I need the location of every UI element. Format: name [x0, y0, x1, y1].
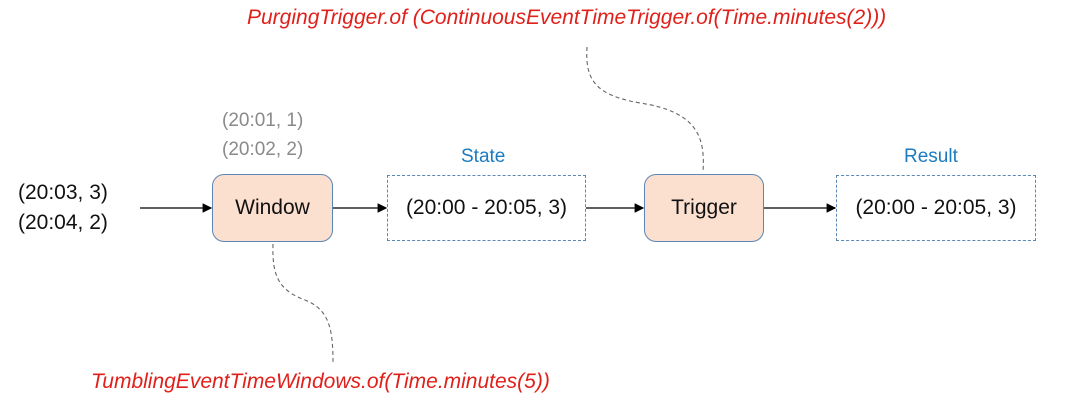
result-box: (20:00 - 20:05, 3)	[836, 175, 1036, 241]
trigger-code-annotation: PurgingTrigger.of (ContinuousEventTimeTr…	[247, 6, 887, 29]
state-caption: State	[461, 146, 506, 167]
window-annotation-connector	[272, 243, 334, 365]
window-label: Window	[235, 196, 310, 219]
trigger-label: Trigger	[671, 196, 737, 219]
trigger-annotation-connector	[586, 46, 704, 173]
window-operator: Window	[212, 174, 333, 242]
previous-event-2: (20:02, 2)	[222, 139, 304, 160]
input-events: (20:03, 3) (20:04, 2)	[18, 178, 108, 238]
state-box: (20:00 - 20:05, 3)	[387, 175, 586, 241]
state-value: (20:00 - 20:05, 3)	[405, 196, 568, 219]
input-event-1: (20:03, 3)	[18, 181, 108, 204]
input-event-2: (20:04, 2)	[18, 211, 108, 234]
previous-events: (20:01, 1) (20:02, 2)	[222, 106, 303, 164]
result-value: (20:00 - 20:05, 3)	[855, 196, 1017, 219]
trigger-operator: Trigger	[644, 174, 764, 242]
result-caption: Result	[904, 146, 958, 167]
window-code-annotation: TumblingEventTimeWindows.of(Time.minutes…	[91, 370, 550, 393]
previous-event-1: (20:01, 1)	[222, 110, 304, 131]
